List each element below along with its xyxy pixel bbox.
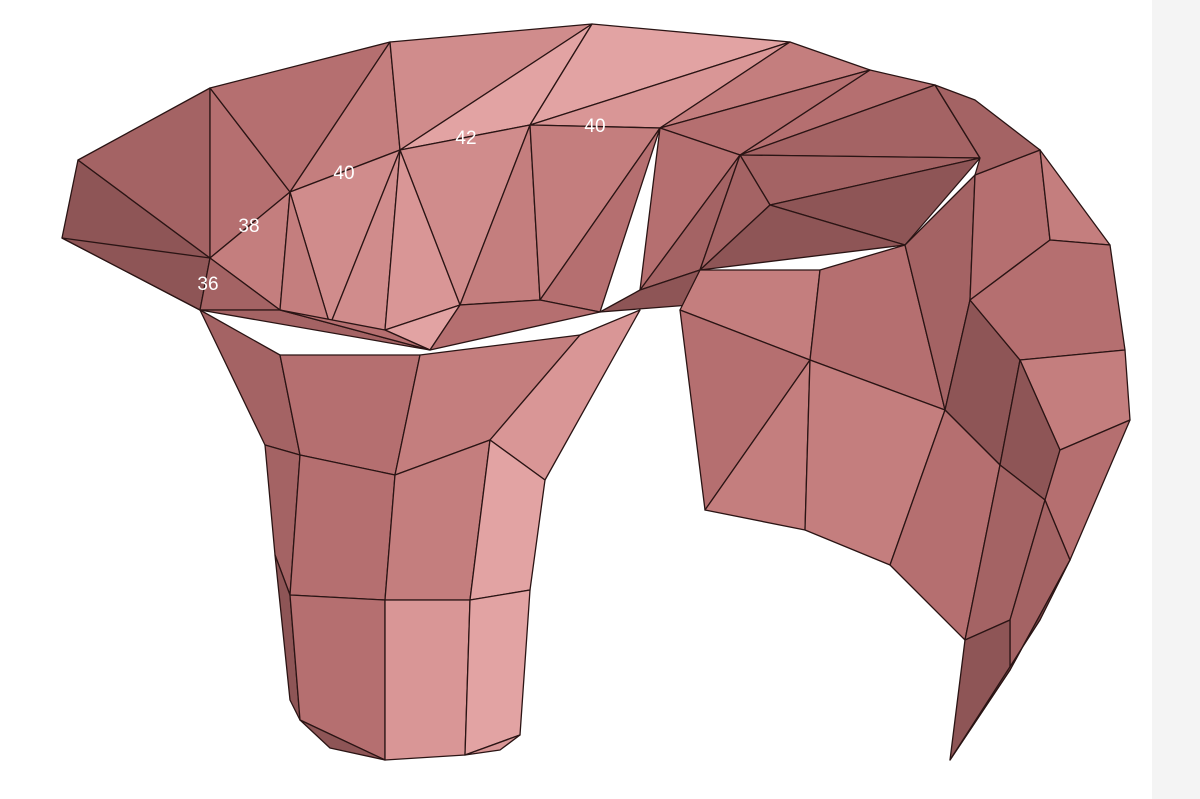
mesh-right-wall [679,84,1131,761]
contour-label-42: 42 [455,128,476,149]
mesh-rim [61,23,1041,351]
triangulated-surface: 36 38 40 42 40 [61,23,1131,761]
contour-labels: 36 38 40 42 40 [197,116,605,295]
mesh-stem [199,309,641,761]
contour-label-40-right: 40 [584,116,605,137]
contour-label-36: 36 [197,274,218,295]
contour-label-38: 38 [238,216,259,237]
contour-label-40-left: 40 [333,163,354,184]
right-margin-strip [1152,0,1200,799]
